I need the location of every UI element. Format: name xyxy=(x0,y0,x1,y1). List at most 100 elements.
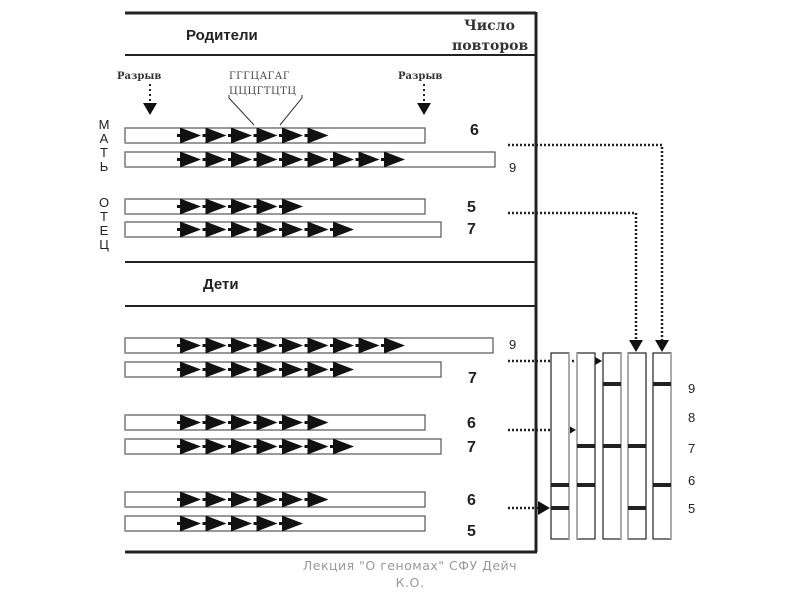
gel-electrophoresis xyxy=(550,352,672,540)
repeat-arrow-icon xyxy=(282,515,303,532)
repeat-arrow-icon xyxy=(231,337,252,354)
repeat-arrow-icon xyxy=(358,151,380,168)
children-header: Дети xyxy=(203,276,239,293)
repeat-count-child1-1: 9 xyxy=(509,337,516,352)
repeat-count-father-1: 5 xyxy=(467,199,476,216)
repeat-arrow-icon xyxy=(180,221,201,238)
vertical-letter: Ц xyxy=(99,237,109,252)
gel-scale-9: 9 xyxy=(688,381,695,396)
repeat-arrow-icon xyxy=(282,361,303,378)
vertical-letter: Т xyxy=(100,145,108,160)
repeat-count-mother-2: 9 xyxy=(509,160,516,175)
repeat-count-child1-2: 7 xyxy=(468,370,477,387)
connectors xyxy=(508,143,664,510)
gel-lane-mother xyxy=(652,352,672,540)
child2-allele-2 xyxy=(124,438,442,455)
vertical-letter: Ь xyxy=(100,159,109,174)
gel-band-7 xyxy=(577,444,595,448)
gel-band-6 xyxy=(551,483,569,487)
footer-line2: К.О. xyxy=(395,575,425,590)
repeat-arrow-icon xyxy=(205,127,227,144)
repeat-arrow-icon xyxy=(384,151,405,168)
footer-caption: Лекция "О геномах" СФУ Дейч К.О. xyxy=(270,557,550,591)
repeat-count-header-line1: Число xyxy=(464,18,515,34)
repeat-arrow-icon xyxy=(231,361,252,378)
arrow-child3-icon xyxy=(538,501,550,515)
vertical-letter: Т xyxy=(100,209,108,224)
repeat-arrow-icon xyxy=(205,337,227,354)
child3-allele-2 xyxy=(124,515,426,532)
repeat-arrow-icon xyxy=(307,438,329,455)
gel-scale-5: 5 xyxy=(688,501,695,516)
repeat-arrow-icon xyxy=(180,438,201,455)
repeat-arrow-icon xyxy=(333,438,354,455)
vertical-letter: А xyxy=(100,131,109,146)
gel-lane-father xyxy=(627,352,647,540)
repeat-arrow-icon xyxy=(205,491,227,508)
repeat-arrow-icon xyxy=(307,361,329,378)
break-label-right: Разрыв xyxy=(398,71,442,82)
father-allele-2 xyxy=(124,221,442,238)
repeat-count-header-line2: повторов xyxy=(452,38,528,54)
repeat-arrow-icon xyxy=(282,127,303,144)
vertical-letter: Е xyxy=(100,223,109,238)
connector-father xyxy=(508,211,638,342)
gel-band-5 xyxy=(628,506,646,510)
child3-allele-1 xyxy=(124,491,426,508)
gel-lane-child-3 xyxy=(550,352,570,540)
repeat-arrow-icon xyxy=(231,414,252,431)
repeat-count-child2-2: 7 xyxy=(467,439,476,456)
repeat-arrow-icon xyxy=(333,151,354,168)
gel-scale-6: 6 xyxy=(688,473,695,488)
gel-lane-child-1 xyxy=(602,352,622,540)
arrow-father-icon xyxy=(629,340,643,352)
repeat-arrow-icon xyxy=(307,151,329,168)
repeat-arrow-icon xyxy=(282,491,303,508)
repeat-arrow-icon xyxy=(333,361,354,378)
repeat-arrow-icon xyxy=(384,337,405,354)
repeat-arrow-icon xyxy=(205,438,227,455)
arrow-mother-icon xyxy=(655,340,669,352)
repeat-arrow-icon xyxy=(256,198,278,215)
table-frame xyxy=(125,11,538,554)
repeat-arrow-icon xyxy=(180,198,201,215)
repeat-arrow-icon xyxy=(231,438,252,455)
gel-band-6 xyxy=(577,483,595,487)
child1-allele-1 xyxy=(124,337,494,354)
repeat-arrow-icon xyxy=(307,491,329,508)
vertical-letter: М xyxy=(99,117,110,132)
repeat-arrow-icon xyxy=(231,491,252,508)
repeat-arrow-icon xyxy=(256,221,278,238)
repeat-arrow-icon xyxy=(307,414,329,431)
vertical-letter: О xyxy=(99,195,109,210)
repeat-arrow-icon xyxy=(256,438,278,455)
repeat-arrow-icon xyxy=(256,337,278,354)
repeat-count-father-2: 7 xyxy=(467,221,476,238)
repeat-arrow-icon xyxy=(231,198,252,215)
repeat-arrow-icon xyxy=(205,361,227,378)
repeat-arrow-icon xyxy=(180,491,201,508)
repeat-arrow-icon xyxy=(256,515,278,532)
repeat-arrow-icon xyxy=(180,515,201,532)
repeat-arrow-icon xyxy=(205,414,227,431)
repeat-arrow-icon xyxy=(256,151,278,168)
repeat-arrow-icon xyxy=(231,221,252,238)
repeat-arrow-icon xyxy=(256,491,278,508)
connector-mother xyxy=(508,143,664,342)
sequence-bracket-right xyxy=(279,95,303,126)
gel-band-7 xyxy=(628,444,646,448)
repeat-arrow-icon xyxy=(205,221,227,238)
sequence-bracket-left xyxy=(228,95,255,126)
gel-band-9 xyxy=(603,382,621,386)
repeat-count-child2-1: 6 xyxy=(467,415,476,432)
mother-allele-1 xyxy=(124,127,426,144)
repeat-count-child3-2: 5 xyxy=(467,523,476,540)
gel-band-7 xyxy=(603,444,621,448)
repeat-arrow-icon xyxy=(205,515,227,532)
repeat-arrow-icon xyxy=(333,221,354,238)
repeat-arrow-icon xyxy=(282,414,303,431)
repeat-arrow-icon xyxy=(282,438,303,455)
